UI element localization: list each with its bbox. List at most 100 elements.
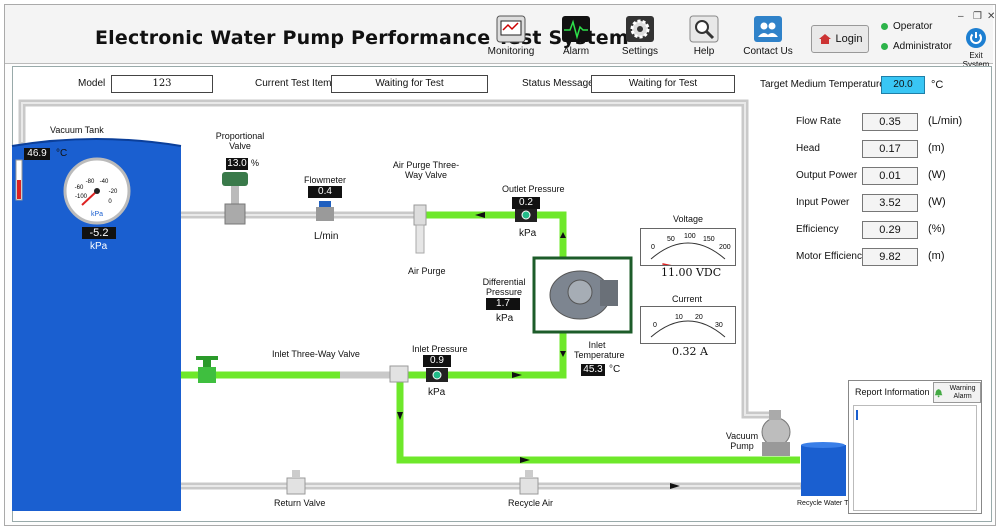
air-purge-label: Air Purge — [408, 266, 446, 276]
monitoring-button[interactable]: Monitoring — [481, 15, 541, 57]
diff-pressure-label: Differential Pressure — [482, 277, 526, 297]
output-power-label: Output Power — [796, 170, 858, 181]
tank-pressure-gauge: kPa -100 -80 -60 -40 -20 0 — [63, 157, 131, 225]
monitoring-icon — [496, 15, 526, 43]
diff-pressure-unit: kPa — [496, 313, 514, 324]
gauge-tick: -60 — [75, 185, 84, 191]
efficiency-value: 0.29 — [862, 221, 918, 239]
contact-us-button[interactable]: Contact Us — [738, 15, 798, 57]
input-power-value: 3.52 — [862, 194, 918, 212]
inlet-temp-display: 45.3 — [581, 364, 605, 376]
close-icon[interactable]: ✕ — [987, 11, 996, 22]
help-label: Help — [693, 46, 715, 57]
settings-icon — [626, 16, 654, 42]
inlet-pressure-display: 0.9 — [423, 355, 451, 367]
operator-role: Operator — [881, 21, 932, 32]
proportional-valve-label: Proportional Valve — [215, 131, 265, 151]
restore-icon[interactable]: ❐ — [973, 11, 982, 22]
voltage-meter-dial: 0 50 100 150 200 — [650, 233, 731, 268]
tank-pressure-unit: kPa — [90, 241, 108, 252]
gauge-unit: kPa — [91, 211, 103, 218]
current-meter-dial: 0 10 20 30 — [650, 314, 726, 346]
flow-rate-value: 0.35 — [862, 113, 918, 131]
air-purge-valve-label: Air Purge Three-Way Valve — [392, 160, 460, 180]
flow-arrow-icon — [560, 351, 566, 357]
status-dot-icon — [881, 23, 888, 30]
administrator-label: Administrator — [893, 41, 952, 52]
target-temp-unit: °C — [931, 79, 944, 91]
flowmeter-label: Flowmeter — [304, 175, 347, 185]
voltage-tick: 50 — [667, 236, 675, 243]
exit-system-label: Exit System — [962, 51, 990, 69]
operator-label: Operator — [893, 21, 933, 32]
output-power-unit: (W) — [928, 169, 946, 181]
flow-arrow-icon — [512, 372, 522, 378]
status-message-field: Waiting for Test — [591, 75, 735, 93]
return-valve-label: Return Valve — [274, 498, 326, 508]
flowmeter-display: 0.4 — [308, 186, 342, 198]
minimize-icon[interactable]: – — [958, 11, 964, 22]
head-label: Head — [796, 143, 820, 154]
gauge-tick: 0 — [108, 199, 112, 205]
flow-arrow-icon — [560, 232, 566, 238]
monitoring-label: Monitoring — [487, 46, 535, 57]
proportional-valve-display: 13.0 — [226, 158, 248, 170]
input-power-unit: (W) — [928, 196, 946, 208]
warning-alarm-button[interactable]: Warning Alarm — [933, 382, 981, 403]
settings-label: Settings — [621, 46, 659, 57]
power-icon — [966, 28, 986, 48]
recycle-water-tank — [801, 442, 846, 496]
administrator-role: Administrator — [881, 41, 952, 52]
model-field[interactable]: 123 — [111, 75, 213, 93]
output-power-value: 0.01 — [862, 167, 918, 185]
test-item-label: Current Test Item — [255, 78, 332, 89]
tank-pressure-display: -5.2 — [82, 227, 116, 239]
inlet-temp-label: Inlet Temperature — [574, 340, 625, 360]
contact-us-label: Contact Us — [743, 46, 793, 57]
login-button[interactable]: Login — [811, 25, 869, 53]
target-temp-field[interactable]: 20.0 — [881, 76, 925, 94]
head-unit: (m) — [928, 142, 945, 154]
vacuum-tank — [11, 138, 182, 511]
outlet-pressure-display: 0.2 — [512, 197, 540, 209]
voltage-meter: 0 50 100 150 200 — [640, 228, 736, 268]
tank-temp-display: 46.9 — [24, 148, 50, 160]
vacuum-pump — [761, 410, 791, 456]
flowmeter — [316, 201, 334, 221]
bell-icon — [934, 388, 943, 397]
flow-arrow-icon — [397, 412, 403, 420]
alarm-button[interactable]: Alarm — [546, 15, 606, 57]
current-meter: 0 10 20 30 — [640, 306, 736, 346]
proportional-valve — [222, 172, 248, 225]
current-reading: 0.32 A — [672, 345, 708, 358]
current-title: Current — [672, 294, 703, 304]
motor-efficiency-label: Motor Efficiency — [796, 251, 867, 262]
inlet-pressure-unit: kPa — [428, 387, 446, 398]
input-power-label: Input Power — [796, 197, 850, 208]
flow-arrow-icon — [520, 457, 530, 463]
recycle-tank-label: Recycle Water Tank — [797, 500, 859, 507]
target-temp-label: Target Medium Temperature — [760, 79, 885, 90]
gauge-tick: -20 — [109, 189, 118, 195]
settings-button[interactable]: Settings — [610, 15, 670, 57]
contact-icon — [754, 16, 782, 42]
flow-arrow-icon — [475, 212, 485, 218]
report-log[interactable] — [853, 405, 977, 511]
voltage-tick: 150 — [703, 236, 715, 243]
voltage-tick: 100 — [684, 233, 696, 240]
inlet-pressure-label: Inlet Pressure — [412, 344, 468, 354]
help-button[interactable]: Help — [674, 15, 734, 57]
exit-system-button[interactable]: Exit System — [955, 27, 997, 69]
voltage-needle — [662, 263, 675, 268]
air-purge-valve — [413, 204, 427, 254]
flowmeter-unit: L/min — [314, 231, 339, 242]
vacuum-pump-label: Vacuum Pump — [725, 431, 759, 451]
tank-temp-unit: °C — [56, 148, 68, 159]
efficiency-label: Efficiency — [796, 224, 839, 235]
gauge-tick: -100 — [75, 194, 88, 200]
recycle-air-label: Recycle Air — [508, 498, 554, 508]
motor-efficiency-value: 9.82 — [862, 248, 918, 266]
flow-rate-label: Flow Rate — [796, 116, 842, 127]
current-tick: 0 — [653, 322, 657, 329]
inlet-three-way-valve — [196, 356, 409, 383]
